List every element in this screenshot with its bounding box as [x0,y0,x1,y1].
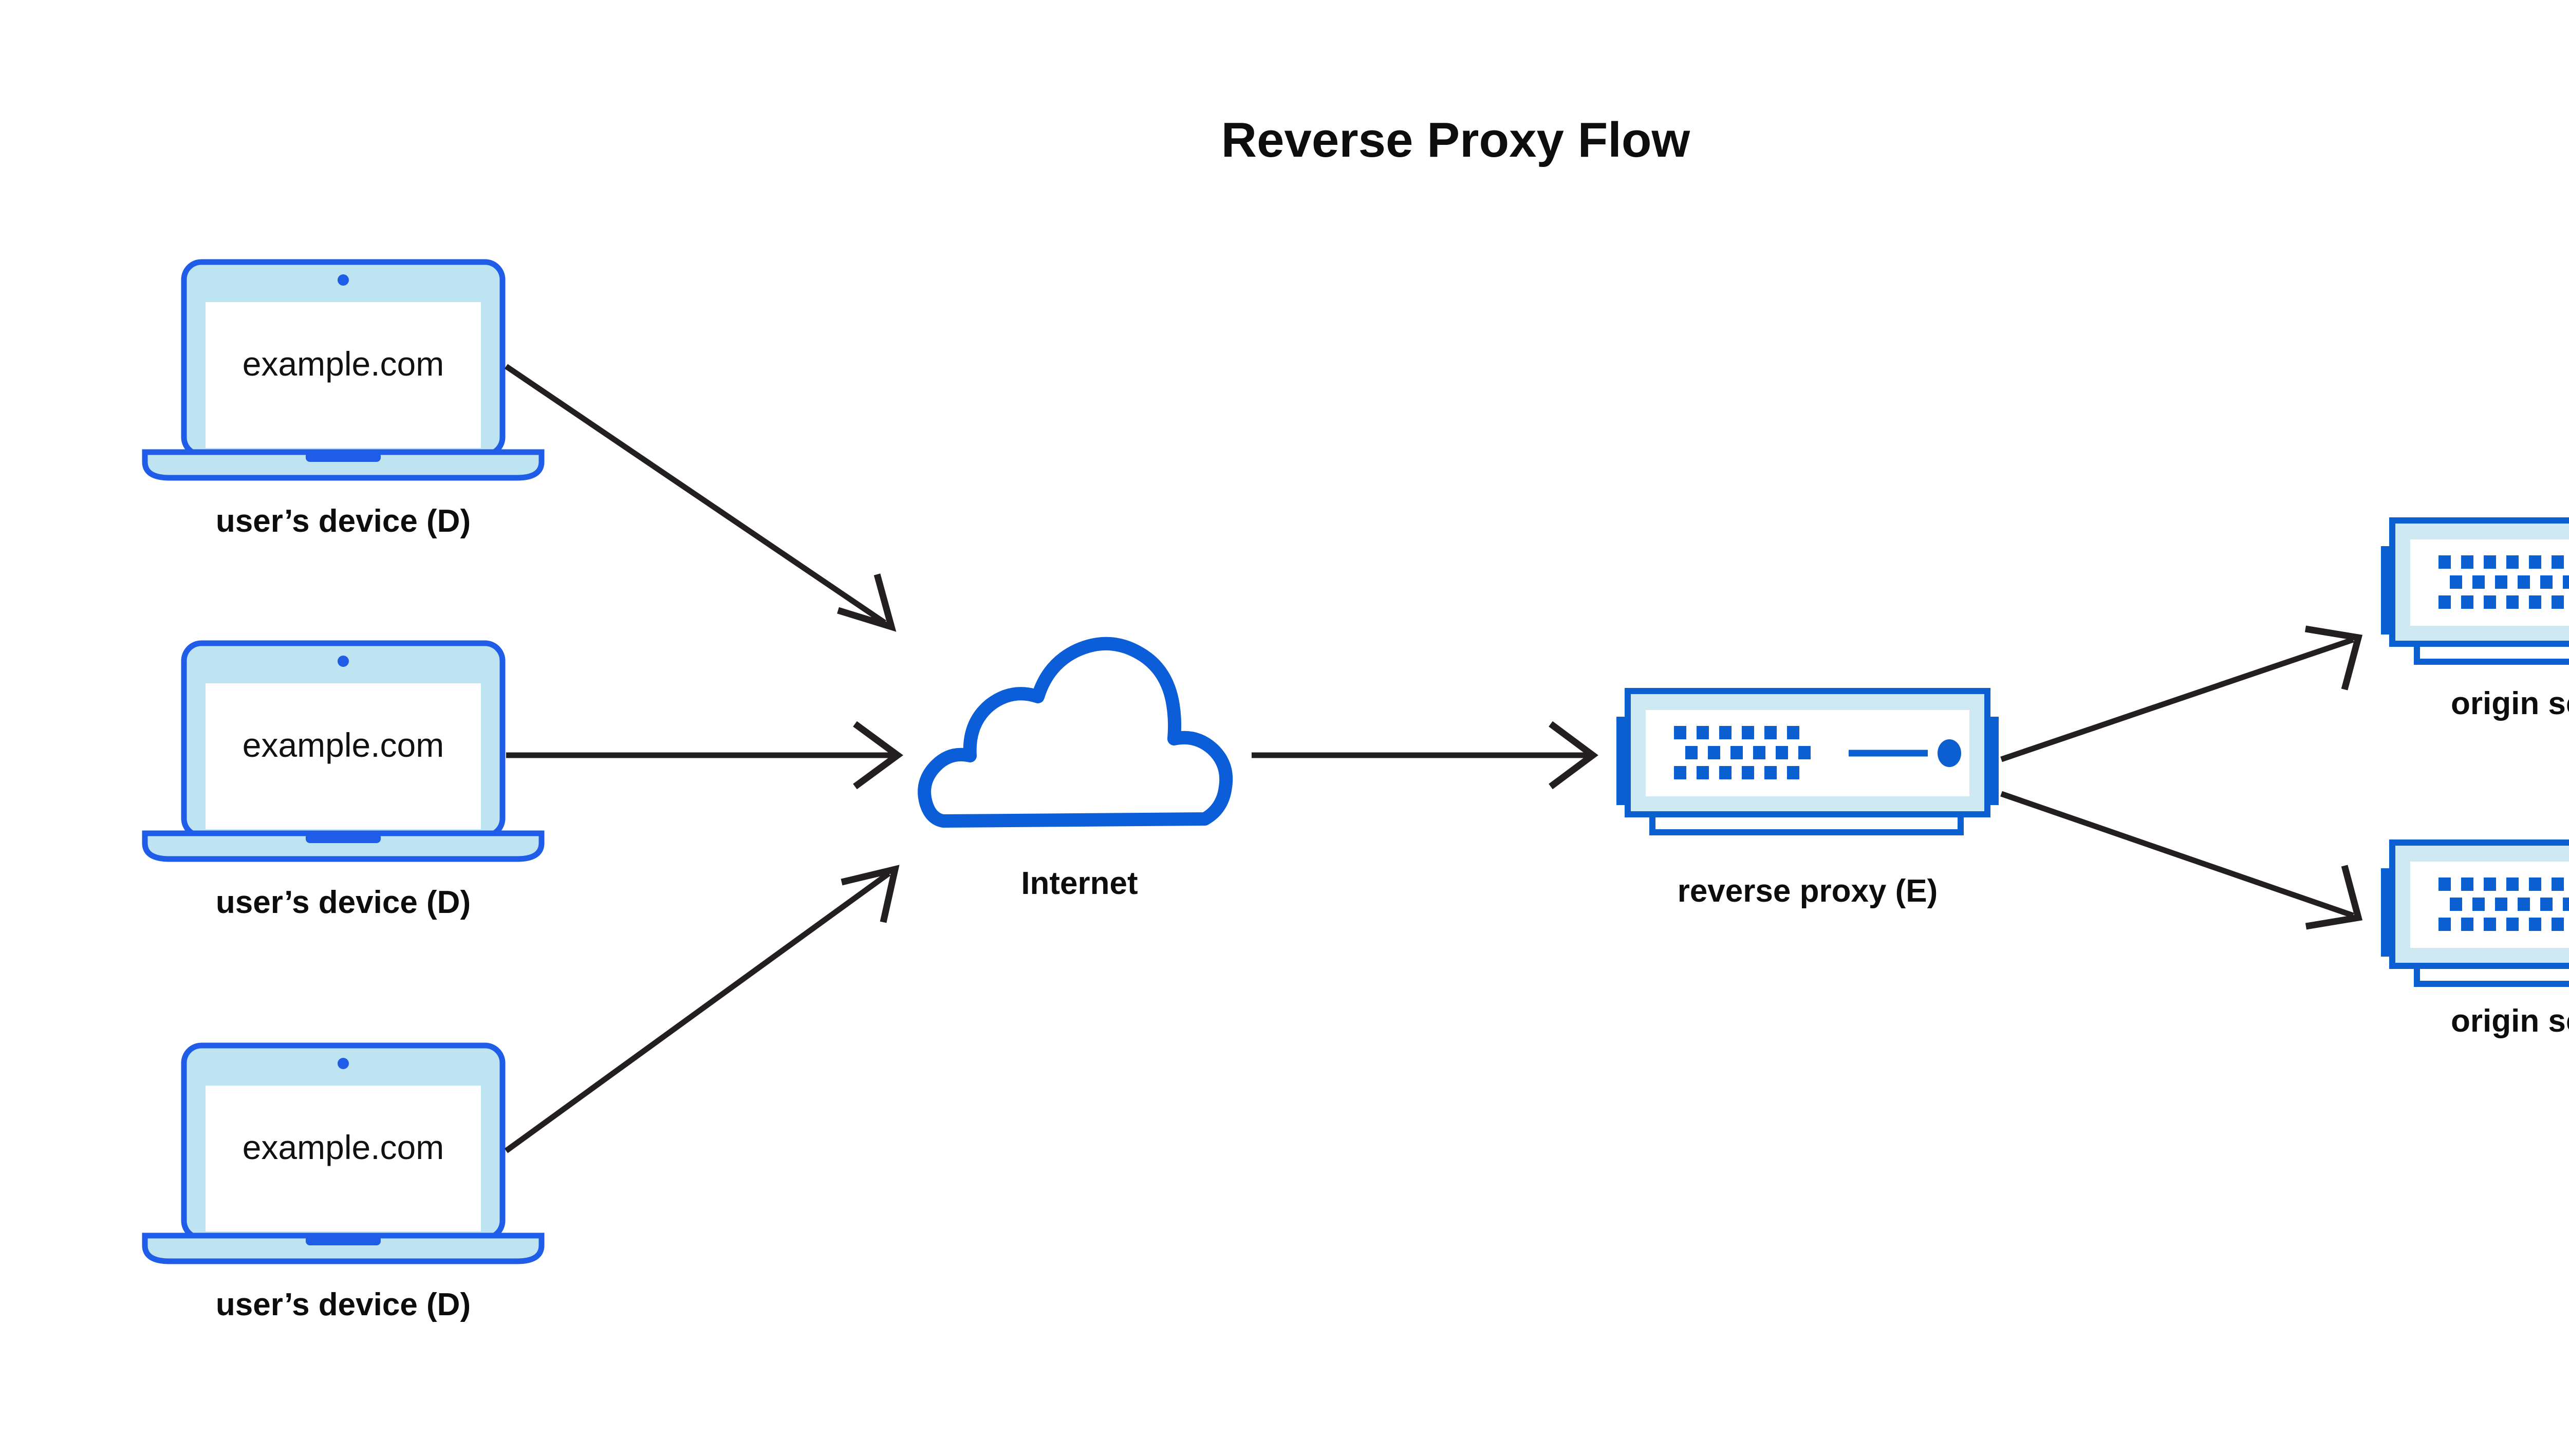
laptop-icon [142,1042,545,1264]
server-icon [2381,839,2569,987]
page-title: Reverse Proxy Flow [1221,113,1690,167]
arrow-proxy-to-origin1 [2000,625,2363,762]
origin-server-label: origin server (F) [2451,686,2569,721]
server-icon [2381,517,2569,665]
arrow-device3-to-internet [504,865,900,1153]
device-label: user’s device (D) [216,885,471,920]
laptop-screen-text: example.com [243,1128,444,1166]
device-node-1[interactable]: example.com user’s device (D) [142,259,545,539]
origin-server-node-1[interactable]: origin server (F) [2381,517,2569,721]
server-led-grid [1674,726,1811,779]
laptop-screen-text: example.com [243,345,444,383]
server-led-grid [2438,878,2569,931]
arrow-device2-to-internet [506,721,903,790]
server-icon [1616,688,1999,835]
reverse-proxy-node[interactable]: reverse proxy (E) [1616,688,1999,909]
laptop-icon [142,640,545,862]
arrow-internet-to-proxy [1252,721,1598,790]
internet-node[interactable]: Internet [918,637,1233,901]
device-label: user’s device (D) [216,1287,471,1322]
device-node-2[interactable]: example.com user’s device (D) [142,640,545,920]
arrow-device1-to-internet [504,364,897,632]
arrow-proxy-to-origin2 [2000,791,2363,930]
laptop-screen-text: example.com [243,726,444,764]
laptop-icon [142,259,545,481]
reverse-proxy-label: reverse proxy (E) [1678,873,1938,909]
device-node-3[interactable]: example.com user’s device (D) [142,1042,545,1322]
origin-server-label: origin server (F) [2451,1003,2569,1039]
origin-server-node-2[interactable]: origin server (F) [2381,839,2569,1039]
device-label: user’s device (D) [216,503,471,539]
internet-label: Internet [1021,866,1138,901]
server-led-grid [2438,555,2569,609]
cloud-icon [918,637,1233,828]
